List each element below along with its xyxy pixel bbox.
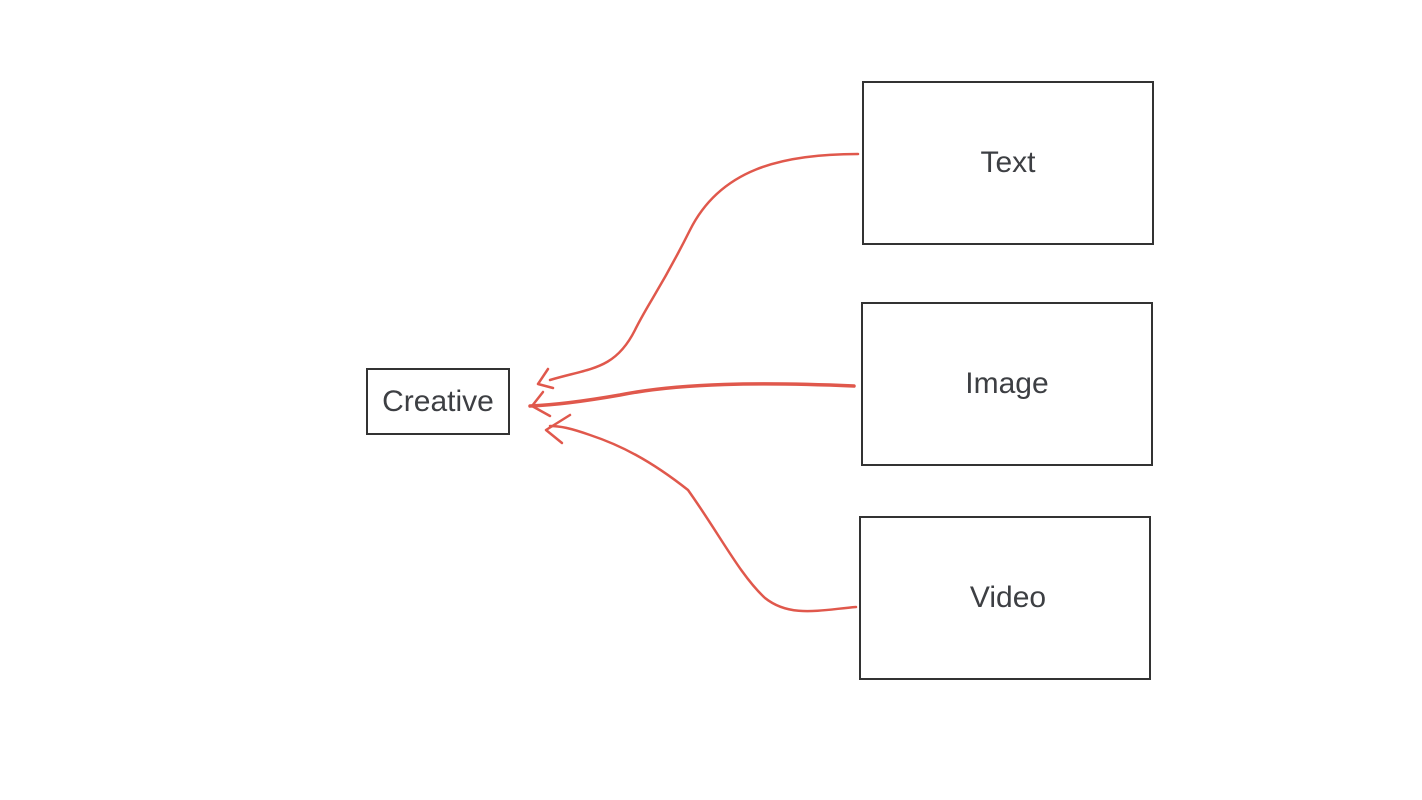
node-image: Image: [861, 302, 1153, 466]
arrowhead-image: [530, 390, 552, 418]
node-creative: Creative: [366, 368, 510, 435]
arrow-image-to-creative: [528, 382, 856, 408]
node-video: Video: [859, 516, 1151, 680]
arrowhead-video: [544, 413, 572, 445]
node-creative-label: Creative: [382, 384, 494, 418]
node-image-label: Image: [965, 367, 1049, 400]
node-text-label: Text: [980, 146, 1036, 179]
arrow-video-to-creative: [548, 424, 858, 613]
arrow-text-to-creative: [548, 152, 860, 382]
node-text: Text: [862, 81, 1154, 245]
arrowhead-text: [536, 367, 555, 390]
node-video-label: Video: [969, 581, 1047, 614]
